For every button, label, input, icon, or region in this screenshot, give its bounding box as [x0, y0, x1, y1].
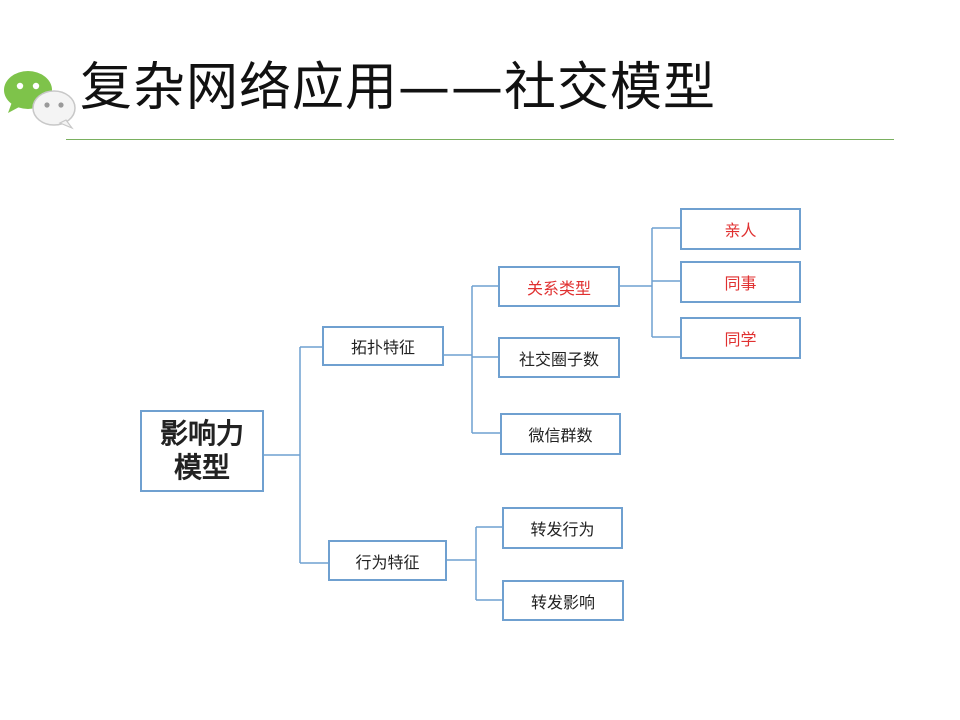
- forward-behavior-node: 转发行为: [502, 507, 623, 549]
- behavior-feature-node: 行为特征: [328, 540, 447, 581]
- relation-family-node: 亲人: [680, 208, 801, 250]
- influence-model-node: 影响力 模型: [140, 410, 264, 492]
- root-label-line2: 模型: [173, 451, 230, 484]
- root-label-line1: 影响力: [159, 417, 244, 450]
- connector-topology: [444, 285, 500, 434]
- relation-colleague-node: 同事: [680, 261, 801, 303]
- social-circle-count-node: 社交圈子数: [498, 337, 620, 378]
- wechat-group-count-node: 微信群数: [500, 413, 621, 455]
- slide-title: 复杂网络应用——社交模型: [80, 58, 717, 118]
- title-divider: [66, 139, 894, 140]
- relation-classmate-node: 同学: [680, 317, 801, 359]
- topology-feature-node: 拓扑特征: [322, 326, 444, 366]
- relation-type-node: 关系类型: [498, 266, 620, 307]
- connector-relation-type: [620, 227, 680, 338]
- connector-root: [263, 346, 328, 564]
- forward-influence-node: 转发影响: [502, 580, 624, 621]
- wechat-logo-icon: [4, 71, 76, 130]
- connector-behavior: [447, 526, 502, 601]
